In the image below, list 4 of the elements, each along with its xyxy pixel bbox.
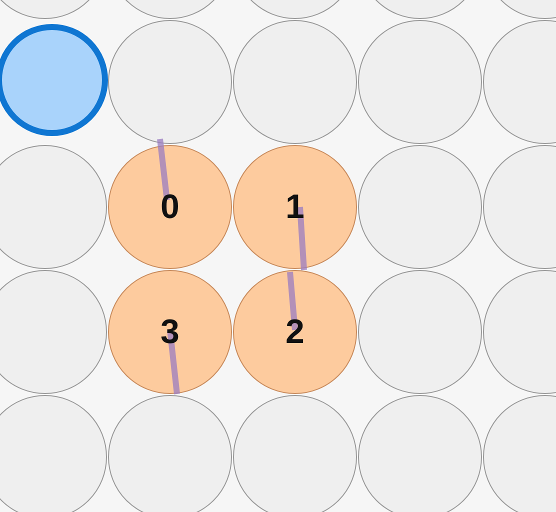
circle-number: 3 — [160, 315, 180, 349]
circle-number: 2 — [286, 315, 304, 349]
circle-number: 0 — [160, 190, 180, 224]
circle-number: 1 — [286, 190, 304, 224]
